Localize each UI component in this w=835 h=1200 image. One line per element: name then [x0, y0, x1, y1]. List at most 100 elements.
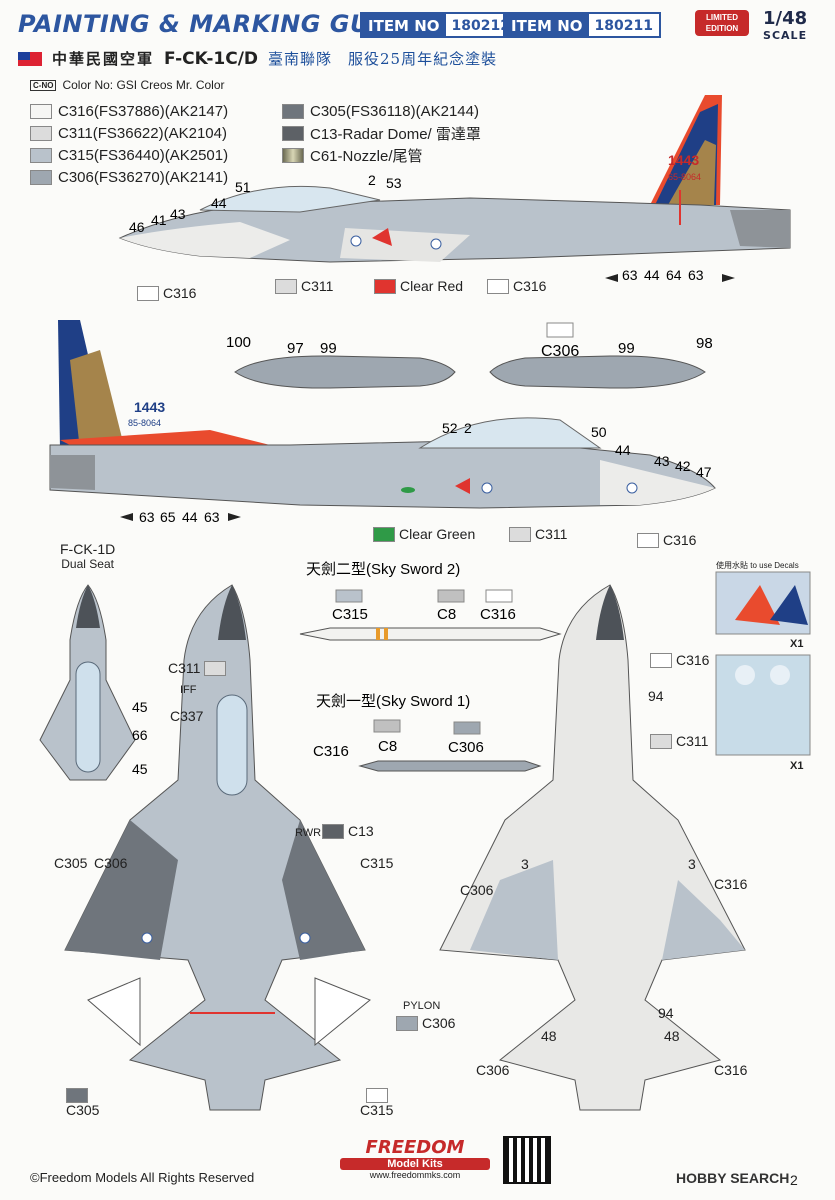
airframe-top: [64, 584, 366, 1111]
callout-number: 43: [170, 206, 186, 222]
arrow-marker-icon: [120, 513, 133, 521]
callout-label: C316: [676, 652, 710, 668]
callout-number: 63: [204, 509, 220, 525]
canopy: [216, 694, 248, 796]
decal-thumb: [735, 585, 780, 625]
roc-flag-icon: [18, 51, 42, 66]
callout-label: C316: [714, 1062, 748, 1078]
callout-number: 53: [386, 175, 402, 191]
decal-quantity: X1: [790, 638, 804, 650]
color-swatch: [396, 1015, 418, 1031]
color-swatch: [453, 721, 481, 735]
radar-dome: [218, 585, 246, 640]
legend-label: C306(FS36270)(AK2141): [58, 168, 229, 186]
callout-label: C337: [170, 708, 204, 724]
callout-number: 98: [696, 335, 713, 352]
copyright-text: ©Freedom Models All Rights Reserved: [30, 1170, 255, 1185]
tail-number-text: 1443: [668, 152, 699, 168]
callout-number: 52: [442, 420, 458, 436]
legend-item: C305(FS36118)(AK2144): [282, 100, 481, 122]
limited-edition-badge: LIMITED EDITION: [695, 10, 749, 36]
callout-number: 63: [139, 509, 155, 525]
intake-area: [340, 228, 470, 262]
tail-fin-eagle: [668, 140, 716, 205]
scale-badge: 1/48 SCALE: [763, 8, 807, 42]
legend-item: C315(FS36440)(AK2501): [30, 144, 228, 166]
callout-label: RWR: [295, 827, 322, 839]
legend-item: C61-Nozzle/尾管: [282, 144, 481, 166]
callout-number: 100: [226, 334, 251, 351]
clear-red-light: [372, 228, 392, 246]
bottom-view-aircraft: [439, 584, 746, 1111]
stabilizer-part: [314, 977, 371, 1047]
dual-seat-title: F-CK-1D: [60, 541, 116, 557]
callout-number: 99: [618, 340, 635, 357]
missile-band: [376, 628, 380, 640]
wing-dark-pattern: [282, 820, 365, 960]
wing-underside-pattern: [470, 860, 558, 960]
callout-label: C305: [66, 1102, 100, 1118]
freedom-logo: FREEDOM Model Kits www.freedommks.com: [340, 1137, 490, 1180]
color-swatch: [650, 652, 672, 668]
callout-number: 2: [464, 420, 472, 436]
callout-number: 99: [320, 340, 337, 357]
brand-name: FREEDOM: [365, 1137, 465, 1158]
wing-underside-pattern: [662, 880, 745, 960]
callout-label: C306: [422, 1015, 456, 1031]
item-number: 180211: [588, 14, 659, 36]
clear-green-light: [401, 487, 415, 493]
color-swatch: [373, 526, 395, 542]
callout-label: C315: [360, 1102, 394, 1118]
callout-label: C316: [163, 285, 197, 301]
callout-number: 47: [696, 464, 712, 480]
callout-number: 45: [132, 699, 148, 715]
callout-label: C315: [332, 606, 368, 623]
callout: C316: [650, 652, 709, 668]
decal-thumb: [735, 665, 755, 685]
legend-item: C13-Radar Dome/ 雷達罩: [282, 122, 481, 144]
color-swatch: [137, 285, 159, 301]
callout: C337: [170, 708, 203, 724]
color-swatch: [204, 660, 227, 676]
color-swatch: [335, 589, 363, 603]
nose-light-area: [600, 460, 715, 505]
drop-tanks: 100 97 99 C306 99 98: [226, 322, 713, 389]
color-swatch: [373, 719, 401, 733]
decal-thumb: [770, 665, 790, 685]
callout-number: 41: [151, 212, 167, 228]
dual-seat-nose-view: 45 66 45: [39, 584, 148, 781]
stabilizer-part: [87, 977, 141, 1047]
decal-sheet-2: [715, 654, 811, 756]
color-swatch: [509, 526, 531, 542]
roundel-marking: [626, 482, 638, 494]
legend-label: C61-Nozzle/尾管: [310, 147, 423, 165]
watermark: HOBBY SEARCH: [676, 1170, 790, 1186]
legend-right: C305(FS36118)(AK2144) C13-Radar Dome/ 雷達…: [282, 100, 481, 166]
roundel-marking: [350, 235, 362, 247]
callout-label: C306: [476, 1062, 510, 1078]
sky-sword-1-missile: [358, 760, 542, 772]
color-swatch: [546, 322, 574, 338]
callout-label: IFF: [180, 684, 197, 696]
missile-title: 天劍一型(Sky Sword 1): [316, 693, 470, 710]
callout-label: C311: [535, 526, 568, 542]
callout-label: 94: [658, 1005, 674, 1021]
callout-number: 64: [666, 267, 682, 283]
missiles: 天劍二型(Sky Sword 2) C315 C8 C316 天劍一型(Sky …: [299, 561, 562, 772]
callout-label: C311: [168, 660, 201, 676]
dual-seat-subtitle: Dual Seat: [61, 557, 114, 571]
callout-label: C311: [301, 278, 334, 294]
item-number: 180212: [445, 14, 516, 36]
decal-thumb: [770, 585, 808, 625]
callout-label: C8: [437, 606, 456, 623]
nose-light-area: [120, 222, 290, 258]
color-swatch: [30, 147, 52, 163]
roundel-marking: [481, 482, 493, 494]
brand-sub: Model Kits: [340, 1158, 490, 1170]
color-swatch: [30, 169, 52, 185]
clear-red-light: [455, 478, 470, 494]
callout: C316: [637, 532, 696, 548]
callout-number: 63: [622, 267, 638, 283]
callout-label: 94: [648, 688, 664, 704]
tail-serial-text: 65-8064: [668, 172, 701, 182]
